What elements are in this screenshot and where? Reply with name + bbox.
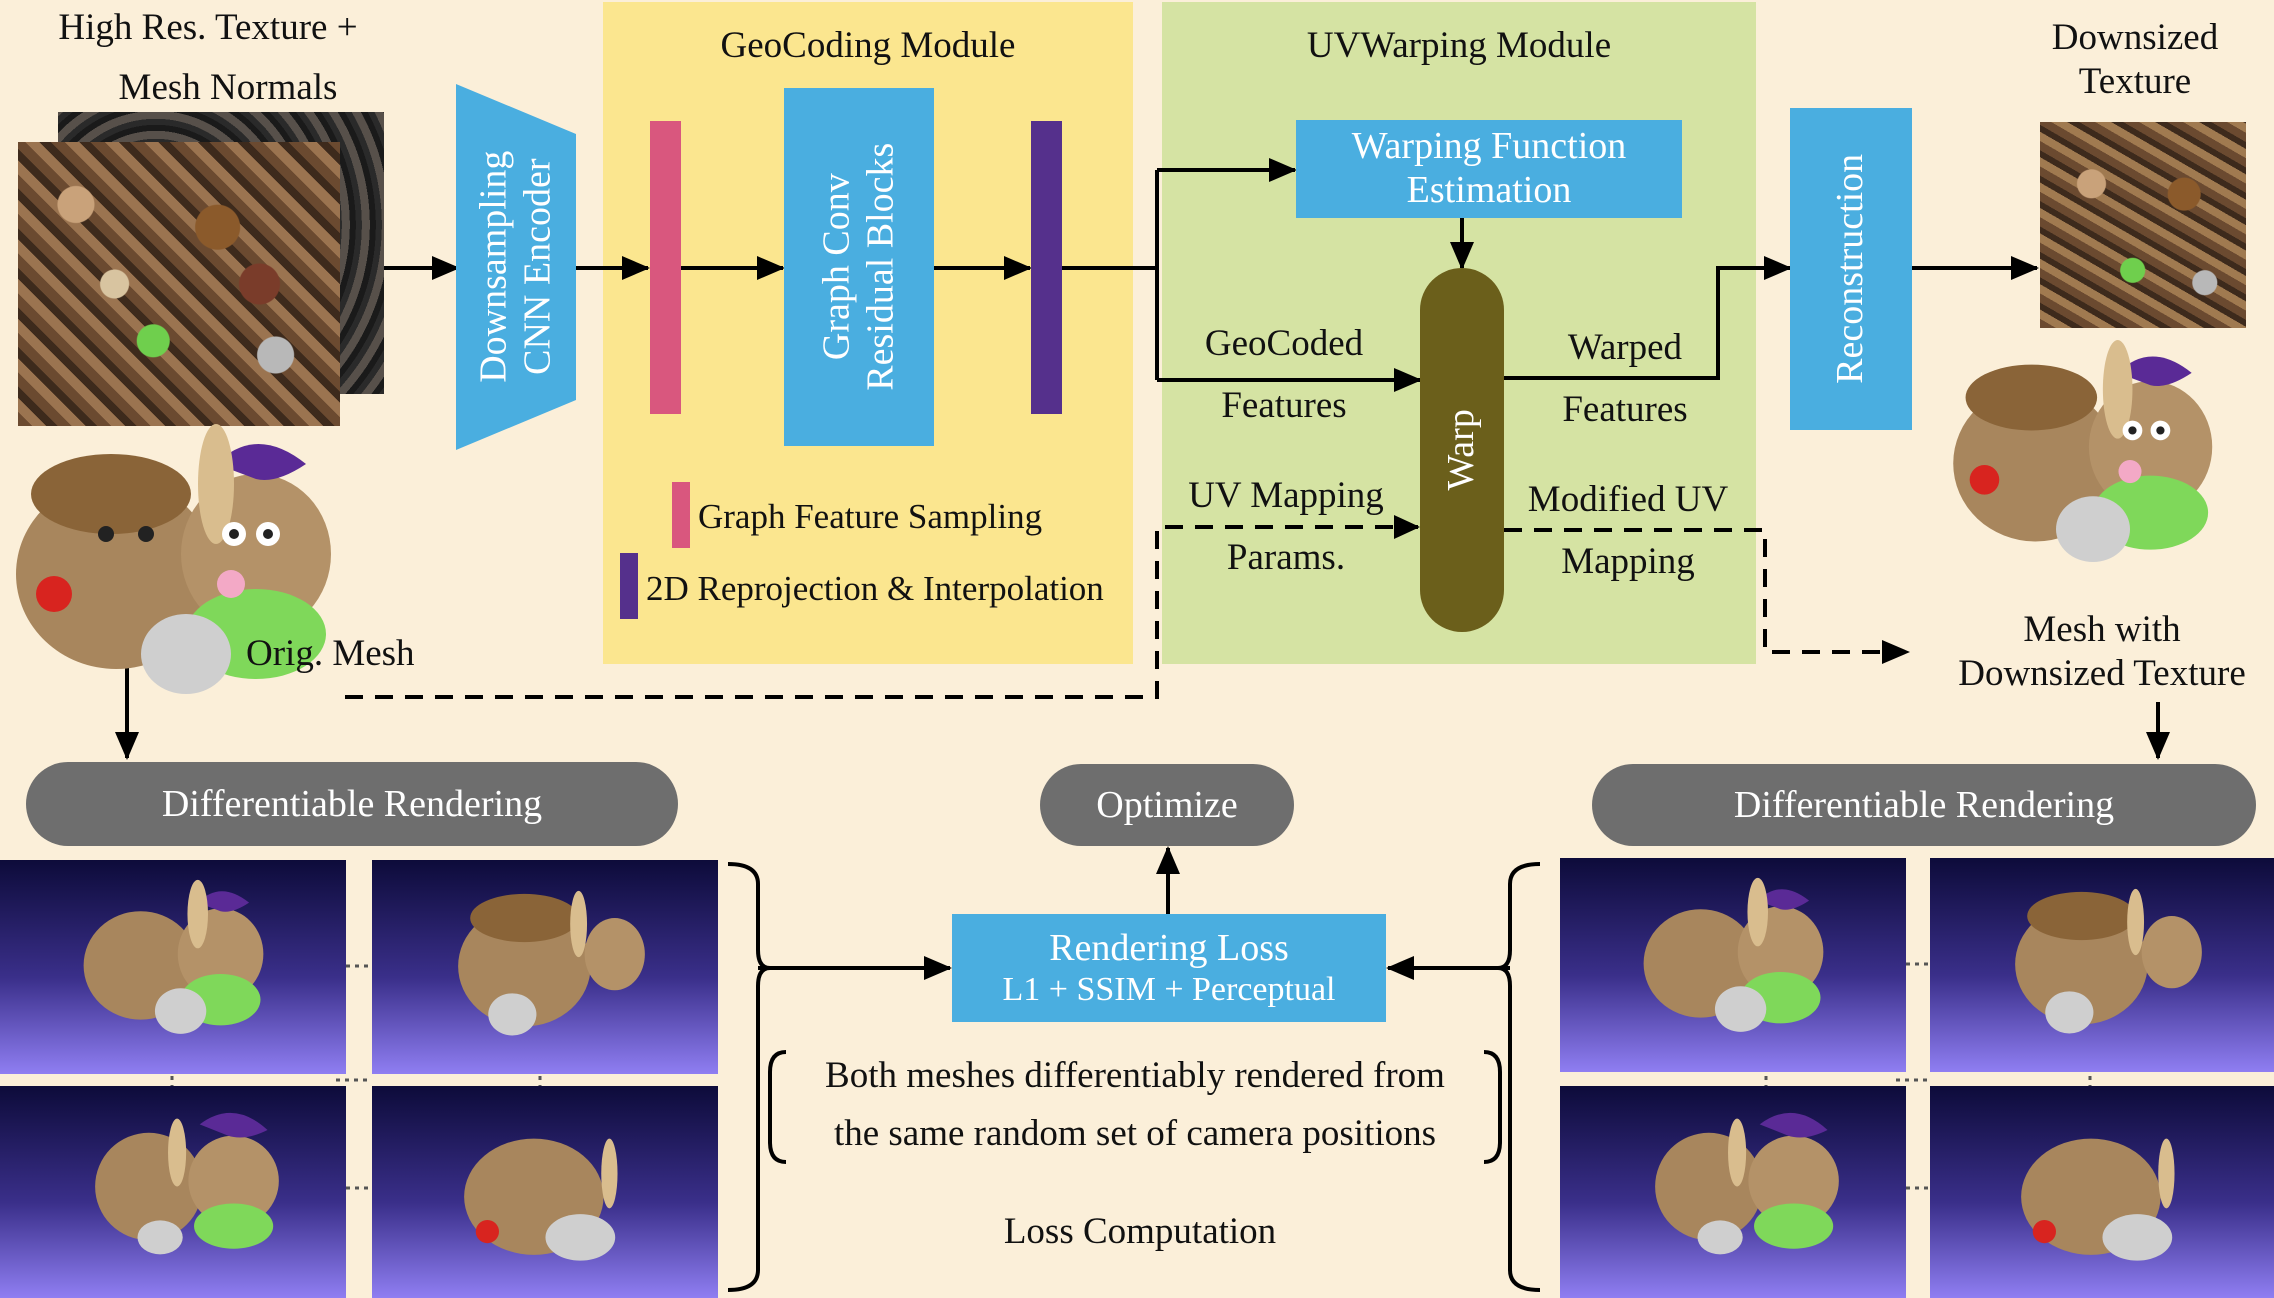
- downsized-mesh-image: [1953, 340, 2213, 562]
- render-thumbnail: [372, 1086, 718, 1298]
- legend-reprojection-label: 2D Reprojection & Interpolation: [646, 569, 1104, 608]
- warp-label: Warp: [1440, 409, 1483, 491]
- orig-mesh-label: Orig. Mesh: [246, 633, 415, 674]
- graph-conv-line2: Residual Blocks: [859, 142, 902, 392]
- mesh-with-label-1: Mesh with: [2023, 609, 2181, 650]
- geocoding-title: GeoCoding Module: [720, 25, 1016, 66]
- warp-capsule: Warp: [1420, 268, 1504, 632]
- warp-estimation-block: Warping Function Estimation: [1296, 120, 1682, 218]
- modified-uv-label-1: Modified UV: [1527, 479, 1729, 520]
- reprojection-bar: [1031, 121, 1062, 414]
- rendering-loss-block: Rendering Loss L1 + SSIM + Perceptual: [952, 914, 1386, 1022]
- reconstruction-block: Reconstruction: [1790, 108, 1912, 430]
- warped-label-1: Warped: [1567, 327, 1683, 368]
- legend-reprojection-swatch: [620, 553, 638, 619]
- render-note-2: the same random set of camera positions: [833, 1113, 1437, 1154]
- encoder-trapezoid: [456, 84, 576, 450]
- legend-sampling-swatch: [672, 482, 690, 548]
- render-thumbnail: [0, 860, 346, 1074]
- encoder-label-line1: Downsampling: [472, 150, 515, 384]
- render-thumbnail: [0, 1086, 346, 1298]
- render-thumbnail: [1560, 1086, 1906, 1298]
- legend-sampling-label: Graph Feature Sampling: [698, 497, 1043, 536]
- render-note-1: Both meshes differentiably rendered from: [825, 1055, 1445, 1096]
- reconstruction-label: Reconstruction: [1829, 153, 1872, 385]
- downsized-texture-image: [2040, 122, 2246, 328]
- warp-estimation-line2: Estimation: [1406, 169, 1572, 211]
- encoder-label: Downsampling CNN Encoder: [456, 84, 576, 450]
- graph-conv-block: Graph Conv Residual Blocks: [784, 88, 934, 446]
- uv-params-label-1: UV Mapping: [1188, 475, 1384, 516]
- texture-label: High Res. Texture +: [58, 7, 358, 48]
- loss-terms: L1 + SSIM + Perceptual: [1002, 971, 1336, 1009]
- geocoded-label-2: Features: [1221, 385, 1347, 426]
- diff-rendering-left: Differentiable Rendering: [26, 762, 678, 846]
- warp-estimation-line1: Warping Function: [1351, 125, 1627, 168]
- encoder-label-line2: CNN Encoder: [516, 158, 558, 376]
- downsized-label-2: Texture: [2078, 61, 2192, 102]
- downsized-label-1: Downsized: [2051, 17, 2219, 58]
- diff-rendering-right: Differentiable Rendering: [1592, 764, 2256, 846]
- render-thumbnail: [1930, 858, 2274, 1072]
- doll-mesh-image: [16, 424, 331, 694]
- texture-atlas-image: [18, 142, 340, 426]
- render-thumbnail: [372, 860, 718, 1074]
- render-thumbnail: [1930, 1086, 2274, 1298]
- graph-sampling-bar: [650, 121, 681, 414]
- modified-uv-label-2: Mapping: [1561, 541, 1695, 582]
- normals-label: Mesh Normals: [118, 67, 338, 108]
- render-thumbnail: [1560, 858, 1906, 1072]
- uv-params-label-2: Params.: [1226, 537, 1346, 578]
- uvwarping-title: UVWarping Module: [1306, 25, 1612, 66]
- warped-label-2: Features: [1562, 389, 1688, 430]
- optimize-button[interactable]: Optimize: [1040, 764, 1294, 846]
- graph-conv-line1: Graph Conv: [815, 173, 858, 361]
- mesh-with-label-2: Downsized Texture: [1958, 653, 2246, 694]
- geocoded-label-1: GeoCoded: [1204, 323, 1364, 364]
- loss-title: Rendering Loss: [1049, 926, 1289, 969]
- loss-computation-label: Loss Computation: [1003, 1211, 1277, 1252]
